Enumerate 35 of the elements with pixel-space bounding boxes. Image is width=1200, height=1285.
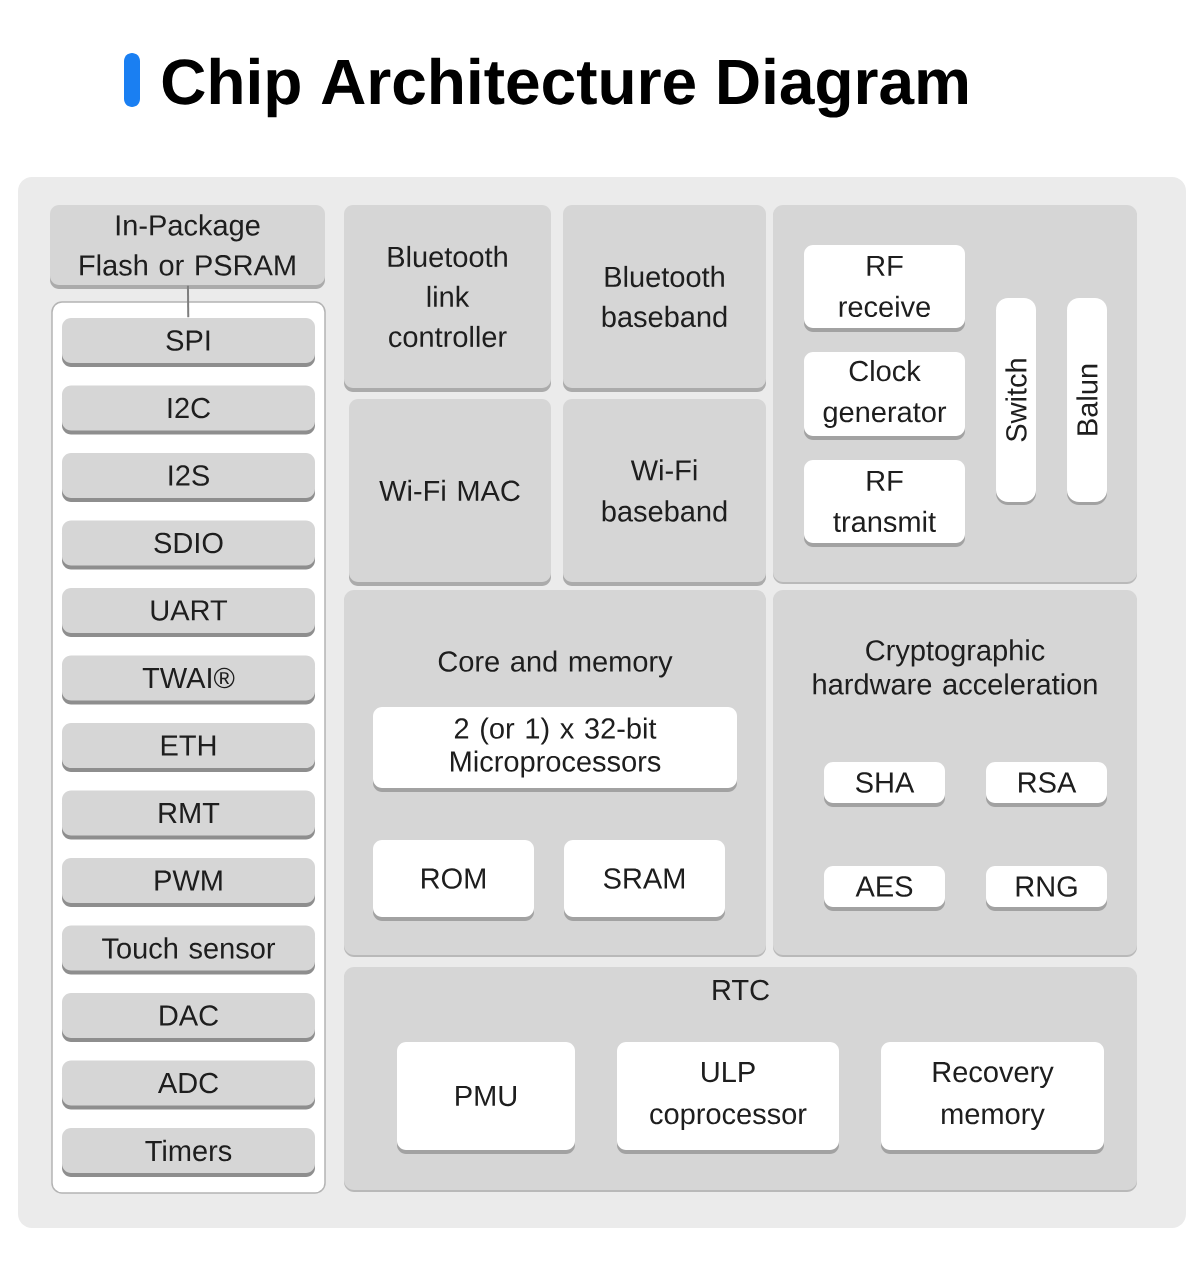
component-box: SRAM: [564, 840, 725, 921]
interface-box: SDIO: [62, 520, 315, 570]
interface-box: Touch sensor: [62, 925, 315, 975]
interface-box: I2S: [62, 453, 315, 502]
interface-box: UART: [62, 588, 315, 637]
interface-box: ETH: [62, 723, 315, 772]
block-box: Wi-Fi MAC: [349, 399, 551, 586]
block-box: In-Package Flash or PSRAM: [50, 205, 325, 289]
component-box: PMU: [397, 1042, 575, 1154]
interface-box: I2C: [62, 385, 315, 435]
interface-box: ADC: [62, 1060, 315, 1110]
interface-box: SPI: [62, 318, 315, 367]
component-box: ULP coprocessor: [617, 1042, 839, 1154]
interface-box: Timers: [62, 1128, 315, 1177]
component-box: AES: [824, 866, 945, 911]
connector-line: [186, 284, 190, 319]
vertical-box: Balun: [1067, 298, 1107, 505]
title: Chip Architecture Diagram: [162, 57, 967, 118]
component-box: ROM: [373, 840, 534, 921]
block-box: Bluetooth link controller: [344, 205, 551, 392]
component-box: 2 (or 1) x 32-bit Microprocessors: [373, 707, 737, 792]
component-box: RF receive: [804, 245, 965, 332]
component-box: RNG: [986, 866, 1107, 911]
component-box: RSA: [986, 762, 1107, 807]
interface-box: TWAI®: [62, 655, 315, 705]
component-box: Clock generator: [804, 352, 965, 440]
interface-box: RMT: [62, 790, 315, 840]
interface-box: DAC: [62, 993, 315, 1042]
block-box: Wi-Fi baseband: [563, 399, 766, 586]
component-box: SHA: [824, 762, 945, 807]
block-box: Bluetooth baseband: [563, 205, 766, 392]
component-box: Recovery memory: [881, 1042, 1104, 1154]
vertical-box: Switch: [996, 298, 1036, 505]
component-box: RF transmit: [804, 460, 965, 547]
interface-box: PWM: [62, 858, 315, 907]
